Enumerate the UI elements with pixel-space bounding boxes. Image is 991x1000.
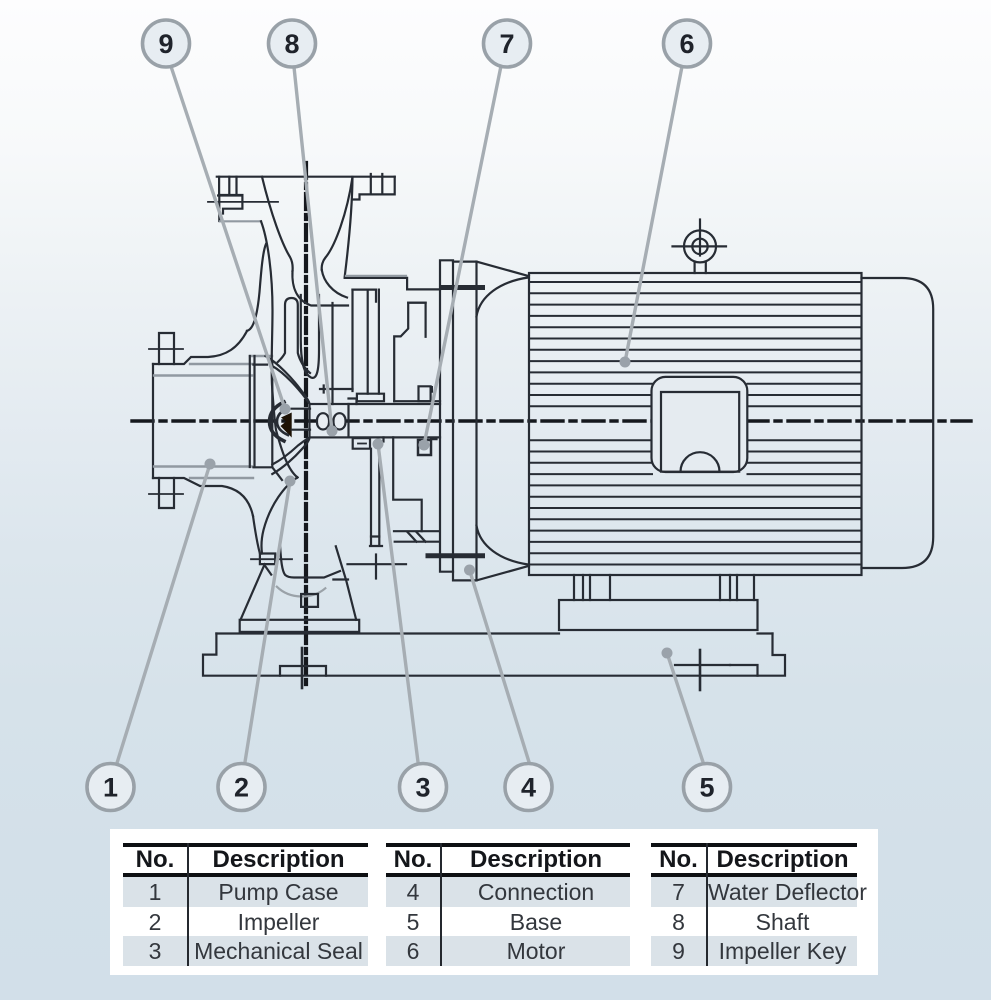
svg-text:3: 3	[415, 773, 430, 803]
svg-text:8: 8	[284, 29, 299, 59]
svg-text:5: 5	[699, 773, 714, 803]
svg-text:4: 4	[521, 773, 536, 803]
svg-text:7: 7	[499, 29, 514, 59]
svg-text:9: 9	[158, 29, 173, 59]
svg-text:2: 2	[234, 773, 249, 803]
svg-text:1: 1	[103, 773, 118, 803]
svg-text:6: 6	[679, 29, 694, 59]
